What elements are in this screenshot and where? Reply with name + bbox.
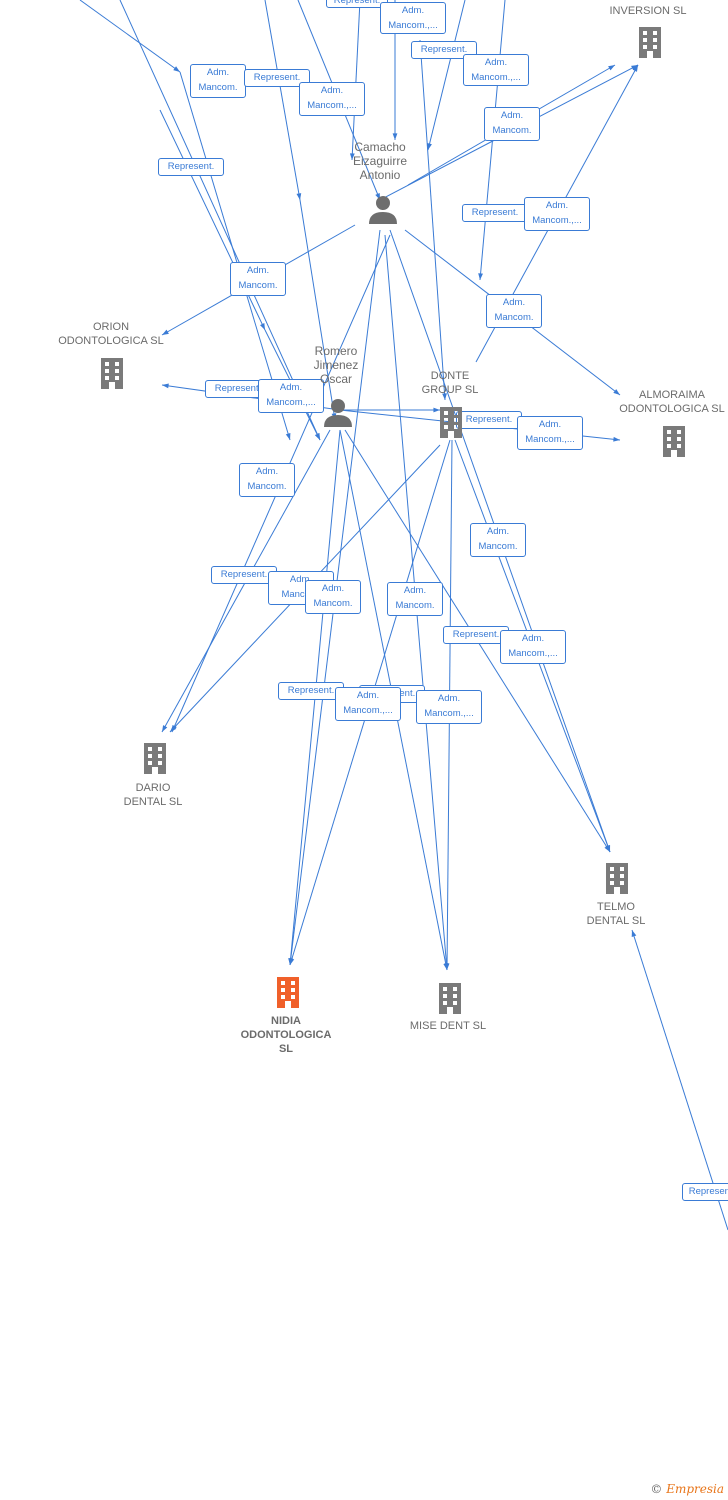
relationship-edge (427, 0, 466, 151)
arrowhead (173, 66, 180, 72)
relation-label[interactable]: Adm. Mancom.,... (380, 2, 446, 34)
building-icon[interactable] (98, 355, 126, 389)
node-label-camacho[interactable]: Camacho Eizaguirre Antonio (352, 140, 408, 182)
relationship-edge (631, 929, 728, 1231)
relation-label[interactable]: Adm. Mancom.,... (517, 416, 583, 450)
arrowhead (315, 433, 320, 440)
relationship-edge (119, 0, 321, 441)
arrowhead (162, 383, 169, 389)
brand-name: Empresia (666, 1482, 724, 1496)
node-label-orion[interactable]: ORION ODONTOLOGICA SL (58, 321, 164, 347)
relation-label[interactable]: Adm. Mancom. (239, 463, 295, 497)
arrowhead (631, 930, 637, 937)
relation-label[interactable]: Represent. (462, 204, 528, 222)
arrowhead (285, 433, 291, 440)
relation-label[interactable]: Adm. Mancom.,... (335, 687, 401, 721)
node-label-nidia[interactable]: NIDIA ODONTOLOGICA SL (240, 1015, 332, 1055)
node-label-romero[interactable]: Romero Jimenez Oscar (313, 344, 359, 386)
relation-label[interactable]: Represent. (205, 380, 271, 398)
node-label-mise[interactable]: MISE DENT SL (409, 1020, 487, 1032)
arrowhead (162, 329, 169, 335)
person-icon[interactable] (368, 194, 398, 224)
arrowhead (605, 845, 610, 852)
building-icon[interactable] (603, 860, 631, 894)
relation-label[interactable]: Represent. (158, 158, 224, 176)
arrowhead (444, 963, 450, 970)
relation-label[interactable]: Represent. (411, 41, 477, 59)
arrowhead (613, 436, 620, 442)
relation-label[interactable]: Represent. (682, 1183, 728, 1201)
node-label-almoraima[interactable]: ALMORAIMA ODONTOLOGICA SL (619, 389, 725, 415)
arrowhead (392, 133, 398, 140)
relationship-edge (264, 0, 301, 201)
footer-brand: © Empresia (650, 1482, 724, 1496)
node-label-telmo[interactable]: TELMO DENTAL SL (586, 901, 646, 927)
relation-label[interactable]: Adm. Mancom. (470, 523, 526, 557)
relation-label[interactable]: Adm. Mancom.,... (299, 82, 365, 116)
relation-label[interactable]: Adm. Mancom. (190, 64, 246, 98)
node-label-donte[interactable]: DONTE GROUP SL (421, 370, 479, 396)
relation-label[interactable]: Adm. Mancom.,... (500, 630, 566, 664)
arrowhead (427, 143, 432, 150)
relation-label[interactable]: Adm. Mancom. (230, 262, 286, 296)
relation-label[interactable]: Adm. Mancom. (484, 107, 540, 141)
arrowhead (172, 725, 177, 732)
building-icon[interactable] (436, 980, 464, 1014)
arrowhead (162, 725, 168, 732)
relationship-edge (351, 0, 361, 161)
arrowhead (632, 65, 638, 72)
relation-label[interactable]: Adm. Mancom. (305, 580, 361, 614)
arrowhead (260, 323, 265, 330)
person-icon[interactable] (323, 397, 353, 427)
relationship-edge (79, 0, 181, 73)
arrowhead (608, 65, 615, 71)
relation-label[interactable]: Represent. (211, 566, 277, 584)
building-icon[interactable] (437, 404, 465, 438)
arrowhead (349, 153, 355, 160)
relation-label[interactable]: Represent. (456, 411, 522, 429)
relationship-edge (159, 109, 266, 331)
relation-label[interactable]: Adm. Mancom. (486, 294, 542, 328)
node-label-dario[interactable]: DARIO DENTAL SL (123, 782, 183, 808)
copyright-symbol: © (650, 1482, 663, 1496)
building-icon[interactable] (660, 423, 688, 457)
relation-label[interactable]: Adm. Mancom.,... (463, 54, 529, 86)
arrowhead (442, 393, 447, 400)
arrowhead (433, 407, 440, 413)
arrowhead (613, 389, 620, 395)
relation-label[interactable]: Adm. Mancom.,... (524, 197, 590, 231)
arrowhead (478, 273, 483, 280)
building-icon[interactable] (141, 740, 169, 774)
relationship-edge (179, 71, 291, 441)
relation-label[interactable]: Adm. Mancom.,... (258, 379, 324, 413)
arrowhead (289, 958, 295, 965)
building-icon[interactable] (636, 24, 664, 58)
relation-label[interactable]: Adm. Mancom.,... (416, 690, 482, 724)
relation-label[interactable]: Represent. (244, 69, 310, 87)
arrowhead (296, 193, 302, 200)
relation-label[interactable]: Represent. (326, 0, 388, 8)
relation-label[interactable]: Represent. (443, 626, 509, 644)
relation-label[interactable]: Adm. Mancom. (387, 582, 443, 616)
arrowhead (631, 65, 638, 71)
relationship-edge (419, 39, 446, 401)
relationship-edge (299, 199, 336, 421)
building-icon[interactable] (274, 974, 302, 1008)
node-label-inversion[interactable]: INVERSION SL (609, 5, 687, 17)
